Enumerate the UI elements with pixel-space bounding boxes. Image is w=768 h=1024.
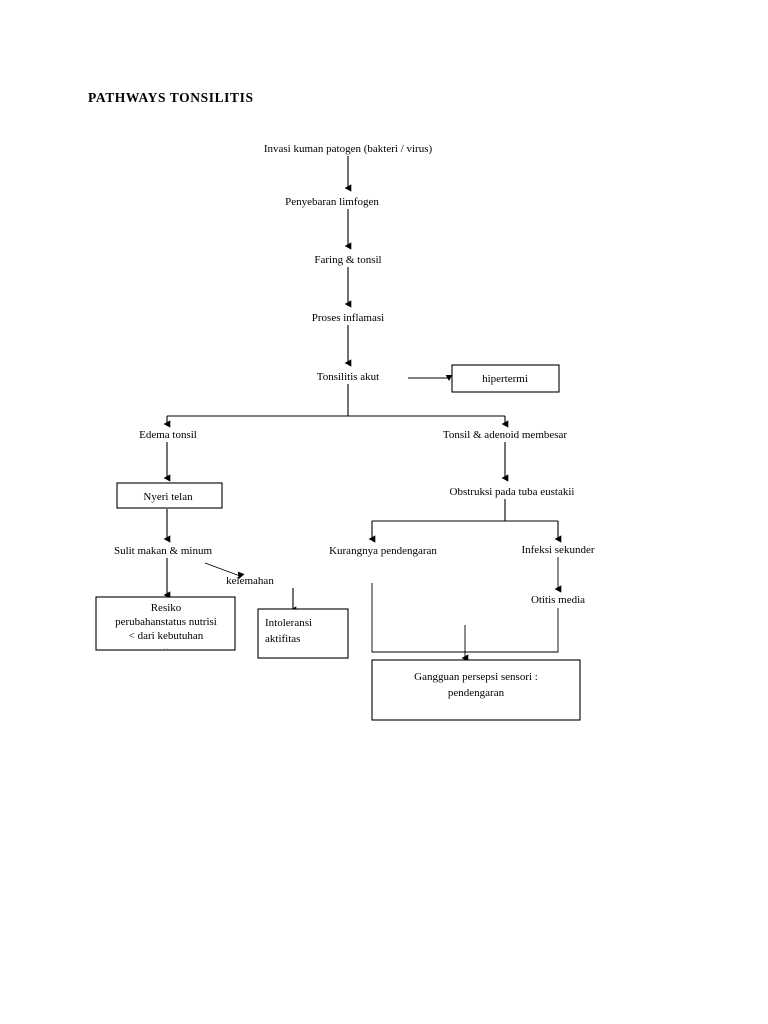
node-label-nyeri-telan: Nyeri telan: [143, 491, 193, 503]
node-label-faring-tonsil: Faring & tonsil: [314, 254, 381, 266]
node-label-sulit-makan-minum: Sulit makan & minum: [114, 545, 213, 557]
node-label-gangguan-line-2: pendengaran: [448, 687, 505, 699]
node-label-otitis-media: Otitis media: [531, 594, 585, 606]
node-label-tonsil-adenoid-membesar: Tonsil & adenoid membesar: [443, 429, 568, 441]
edge-otitis-to-gangguan: [465, 608, 559, 653]
node-label-resiko-clipped-line: . .: [164, 645, 169, 651]
node-label-gangguan-line-1: Gangguan persepsi sensori :: [414, 671, 538, 683]
node-label-resiko-line-3: < dari kebutuhan: [129, 630, 204, 642]
edge-sulit-to-kelemahan: [204, 562, 245, 580]
node-label-invasi-kuman: Invasi kuman patogen (bakteri / virus): [264, 143, 433, 155]
node-label-intoleransi-line-1: Intoleransi: [265, 617, 312, 629]
node-label-obstruksi-tuba-eustakii: Obstruksi pada tuba eustakii: [450, 486, 575, 498]
node-box-nyeri-telan[interactable]: [116, 482, 223, 509]
node-box-hipertermi[interactable]: [451, 364, 560, 393]
node-label-kelemahan: kelemahan: [226, 575, 274, 587]
node-label-penyebaran-limfogen: Penyebaran limfogen: [285, 196, 379, 208]
connector-layer: [163, 156, 562, 662]
label-layer: Invasi kuman patogen (bakteri / virus) P…: [114, 143, 595, 699]
node-label-intoleransi-line-2: aktifitas: [265, 633, 300, 645]
node-box-resiko-nutrisi[interactable]: [95, 596, 236, 651]
node-label-resiko-line-1: Resiko: [151, 602, 182, 614]
node-label-resiko-line-2: perubahanstatus nutrisi: [115, 616, 217, 628]
node-box-intoleransi-aktifitas[interactable]: [257, 608, 349, 659]
node-label-tonsilitis-akut: Tonsilitis akut: [317, 371, 379, 383]
page-title: PATHWAYS TONSILITIS: [88, 90, 254, 105]
box-layer: [95, 364, 581, 721]
node-label-hipertermi: hipertermi: [482, 373, 528, 385]
node-box-gangguan-persepsi[interactable]: [371, 659, 581, 721]
node-label-infeksi-sekunder: Infeksi sekunder: [521, 544, 594, 556]
node-label-edema-tonsil: Edema tonsil: [139, 429, 197, 441]
node-label-proses-inflamasi: Proses inflamasi: [312, 312, 384, 324]
edge-kurangnya-to-gangguan: [371, 583, 465, 653]
node-label-kurangnya-pendengaran: Kurangnya pendengaran: [329, 545, 437, 557]
